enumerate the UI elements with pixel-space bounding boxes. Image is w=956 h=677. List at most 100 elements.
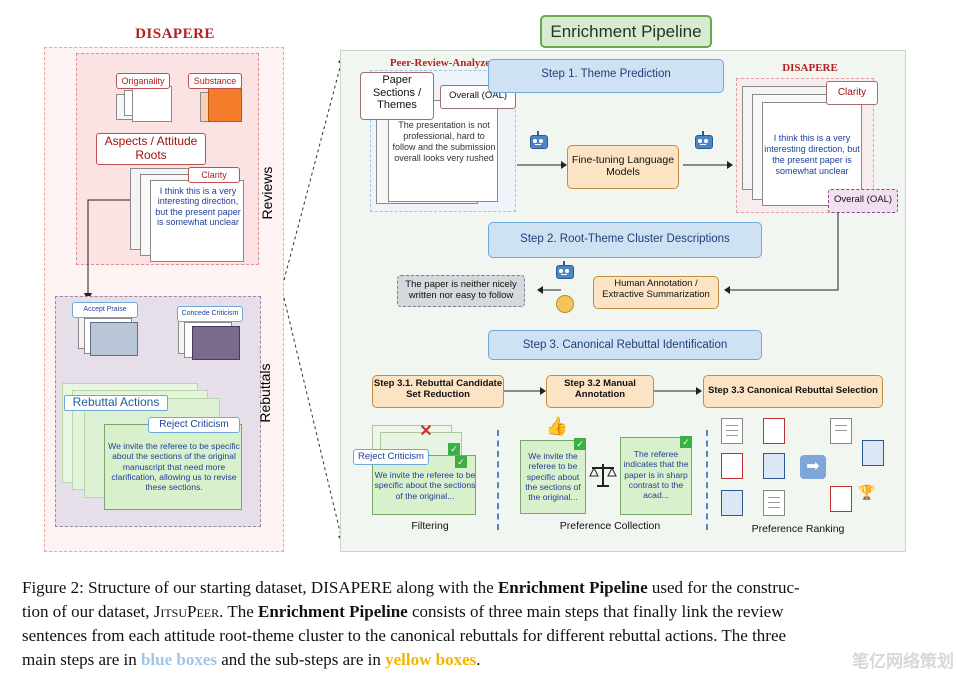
- aspects-box: [96, 133, 206, 165]
- step1-arrows: [517, 161, 733, 169]
- caption-bold: Enrichment Pipeline: [258, 602, 408, 621]
- caption-line-1: Figure 2: Structure of our starting data…: [22, 576, 942, 600]
- step2-box: [488, 222, 762, 258]
- step1-label: Step 1. Theme Prediction: [541, 68, 671, 80]
- step3-box: [488, 330, 762, 360]
- step31-box: [372, 375, 504, 408]
- scale-icon: [589, 464, 617, 487]
- concede-criticism-doc: [192, 326, 240, 360]
- human-face-icon: [556, 295, 574, 313]
- preference-ranking-label: Preference Ranking: [751, 523, 845, 535]
- caption-text: consists of three main steps that finall…: [407, 602, 784, 621]
- check-icon: ✓: [680, 436, 692, 448]
- pra-sentence: The presentation is not professional, ha…: [392, 120, 496, 163]
- step32-label: Step 3.2 Manual Annotation: [564, 378, 636, 400]
- caption-smallcaps: JitsuPeer: [153, 602, 220, 621]
- disapere-title: DISAPERE: [135, 26, 215, 42]
- watermark: 笔亿网络策划: [852, 652, 954, 671]
- step3-arrows: [504, 387, 702, 395]
- caption-text: Figure 2: Structure of our starting data…: [22, 578, 498, 597]
- tag-concede-criticism: Concede Criticism: [177, 306, 243, 322]
- caption-text: tion of our dataset,: [22, 602, 154, 621]
- figure-caption: Figure 2: Structure of our starting data…: [22, 576, 942, 672]
- caption-bold: Enrichment Pipeline: [497, 578, 648, 597]
- aspects-label: Aspects / Attitude Roots: [104, 134, 198, 162]
- robot-icon: [553, 261, 575, 281]
- paper-sections-box: [360, 72, 434, 120]
- thumbs-up-icon: 👍: [545, 416, 569, 436]
- step33-label: Step 3.3 Canonical Rebuttal Selection: [708, 385, 878, 396]
- check-icon: ✓: [455, 456, 467, 468]
- human-annotation-label: Human Annotation / Extractive Summarizat…: [602, 278, 710, 300]
- finetuning-box: [567, 145, 679, 189]
- tag-originality: Origanality: [116, 73, 170, 89]
- filtering-label: Filtering: [411, 520, 449, 532]
- caption-text: .: [476, 650, 481, 669]
- ranked-doc: [721, 490, 743, 516]
- trophy-icon: 🏆: [858, 484, 876, 500]
- ranked-doc: [721, 453, 743, 479]
- rebuttal-actions-label: Rebuttal Actions: [72, 395, 160, 409]
- filter-reject-criticism-tag: Reject Criticism: [353, 449, 429, 465]
- cluster-desc-label: The paper is neither nicely written nor …: [405, 279, 517, 301]
- clarity-right-label: Clarity: [837, 87, 867, 98]
- tag-accept-praise: Accept Praise: [72, 302, 138, 318]
- ranked-doc: [763, 418, 785, 444]
- rebuttal-main-doc: [104, 424, 242, 510]
- caption-text: . The: [219, 602, 258, 621]
- check-icon: ✓: [574, 438, 586, 450]
- caption-blue-text: blue boxes: [140, 650, 218, 669]
- tag-clarity: Clarity: [188, 167, 240, 183]
- substance-doc: [208, 88, 242, 122]
- caption-yellow-text: yellow boxes: [385, 650, 477, 669]
- step32-box: [546, 375, 654, 408]
- step2-label: Step 2. Root-Theme Cluster Descriptions: [520, 233, 730, 245]
- pref-right-sentence: The referee indicates that the paper is …: [623, 449, 689, 501]
- tag-reject-criticism: Reject Criticism: [148, 417, 240, 433]
- pra-title: Peer-Review-Analyze: [389, 57, 491, 69]
- ranked-doc: [763, 453, 785, 479]
- preference-collection-label: Preference Collection: [559, 520, 661, 532]
- ranked-doc: [721, 418, 743, 444]
- step33-box: [703, 375, 883, 408]
- disapere-right-title: DISAPERE: [782, 62, 838, 74]
- cluster-arrow: [537, 286, 561, 294]
- arrow-right-icon: ➡: [800, 455, 826, 479]
- rebuttals-label: Rebuttals: [256, 363, 273, 423]
- paper-sections-label: Paper Sections / Themes: [372, 74, 422, 112]
- step3-label: Step 3. Canonical Rebuttal Identificatio…: [522, 339, 728, 351]
- clarity-right-box: [826, 81, 878, 105]
- ranked-doc: [763, 490, 785, 516]
- human-annotation-box: [593, 276, 719, 309]
- robot-icon: [692, 131, 714, 151]
- caption-line-3: sentences from each attitude root-theme …: [22, 624, 942, 648]
- divider: [706, 430, 708, 530]
- ranked-doc: [862, 440, 884, 466]
- ranked-doc: [830, 418, 852, 444]
- tag-substance: Substance: [188, 73, 242, 89]
- pref-left-sentence: We invite the referee to be specific abo…: [525, 451, 581, 503]
- step31-label: Step 3.1. Rebuttal Candidate Set Reducti…: [373, 378, 503, 400]
- check-icon: ✓: [448, 443, 460, 455]
- rebuttal-sentence: We invite the referee to be specific abo…: [108, 441, 240, 493]
- pra-oal-label: Overall (OAL): [448, 90, 508, 101]
- divider: [497, 430, 499, 530]
- caption-text: and the sub-steps are in: [217, 650, 386, 669]
- filter-sentence: We invite the referee to be specific abo…: [374, 470, 476, 501]
- step2-flow-arrow: [724, 212, 839, 294]
- overall-right-label: Overall (OAL): [833, 194, 893, 205]
- caption-text: sentences from each attitude root-theme …: [22, 626, 787, 645]
- right-doc: [762, 102, 862, 206]
- originality-doc: [132, 86, 172, 122]
- accept-praise-doc: [90, 322, 138, 356]
- overall-right-box: [828, 189, 898, 213]
- x-mark-icon: ✕: [419, 423, 433, 440]
- ranked-doc: [830, 486, 852, 512]
- pipeline-title: Enrichment Pipeline: [550, 22, 702, 41]
- caption-text: main steps are in: [22, 650, 141, 669]
- finetuning-label: Fine-tuning Language Models: [571, 154, 675, 179]
- step1-box: [488, 59, 724, 93]
- caption-line-2: tion of our dataset, JitsuPeer. The Enri…: [22, 600, 942, 624]
- cluster-desc-box: [397, 275, 525, 307]
- caption-line-4: main steps are in blue boxes and the sub…: [22, 648, 942, 672]
